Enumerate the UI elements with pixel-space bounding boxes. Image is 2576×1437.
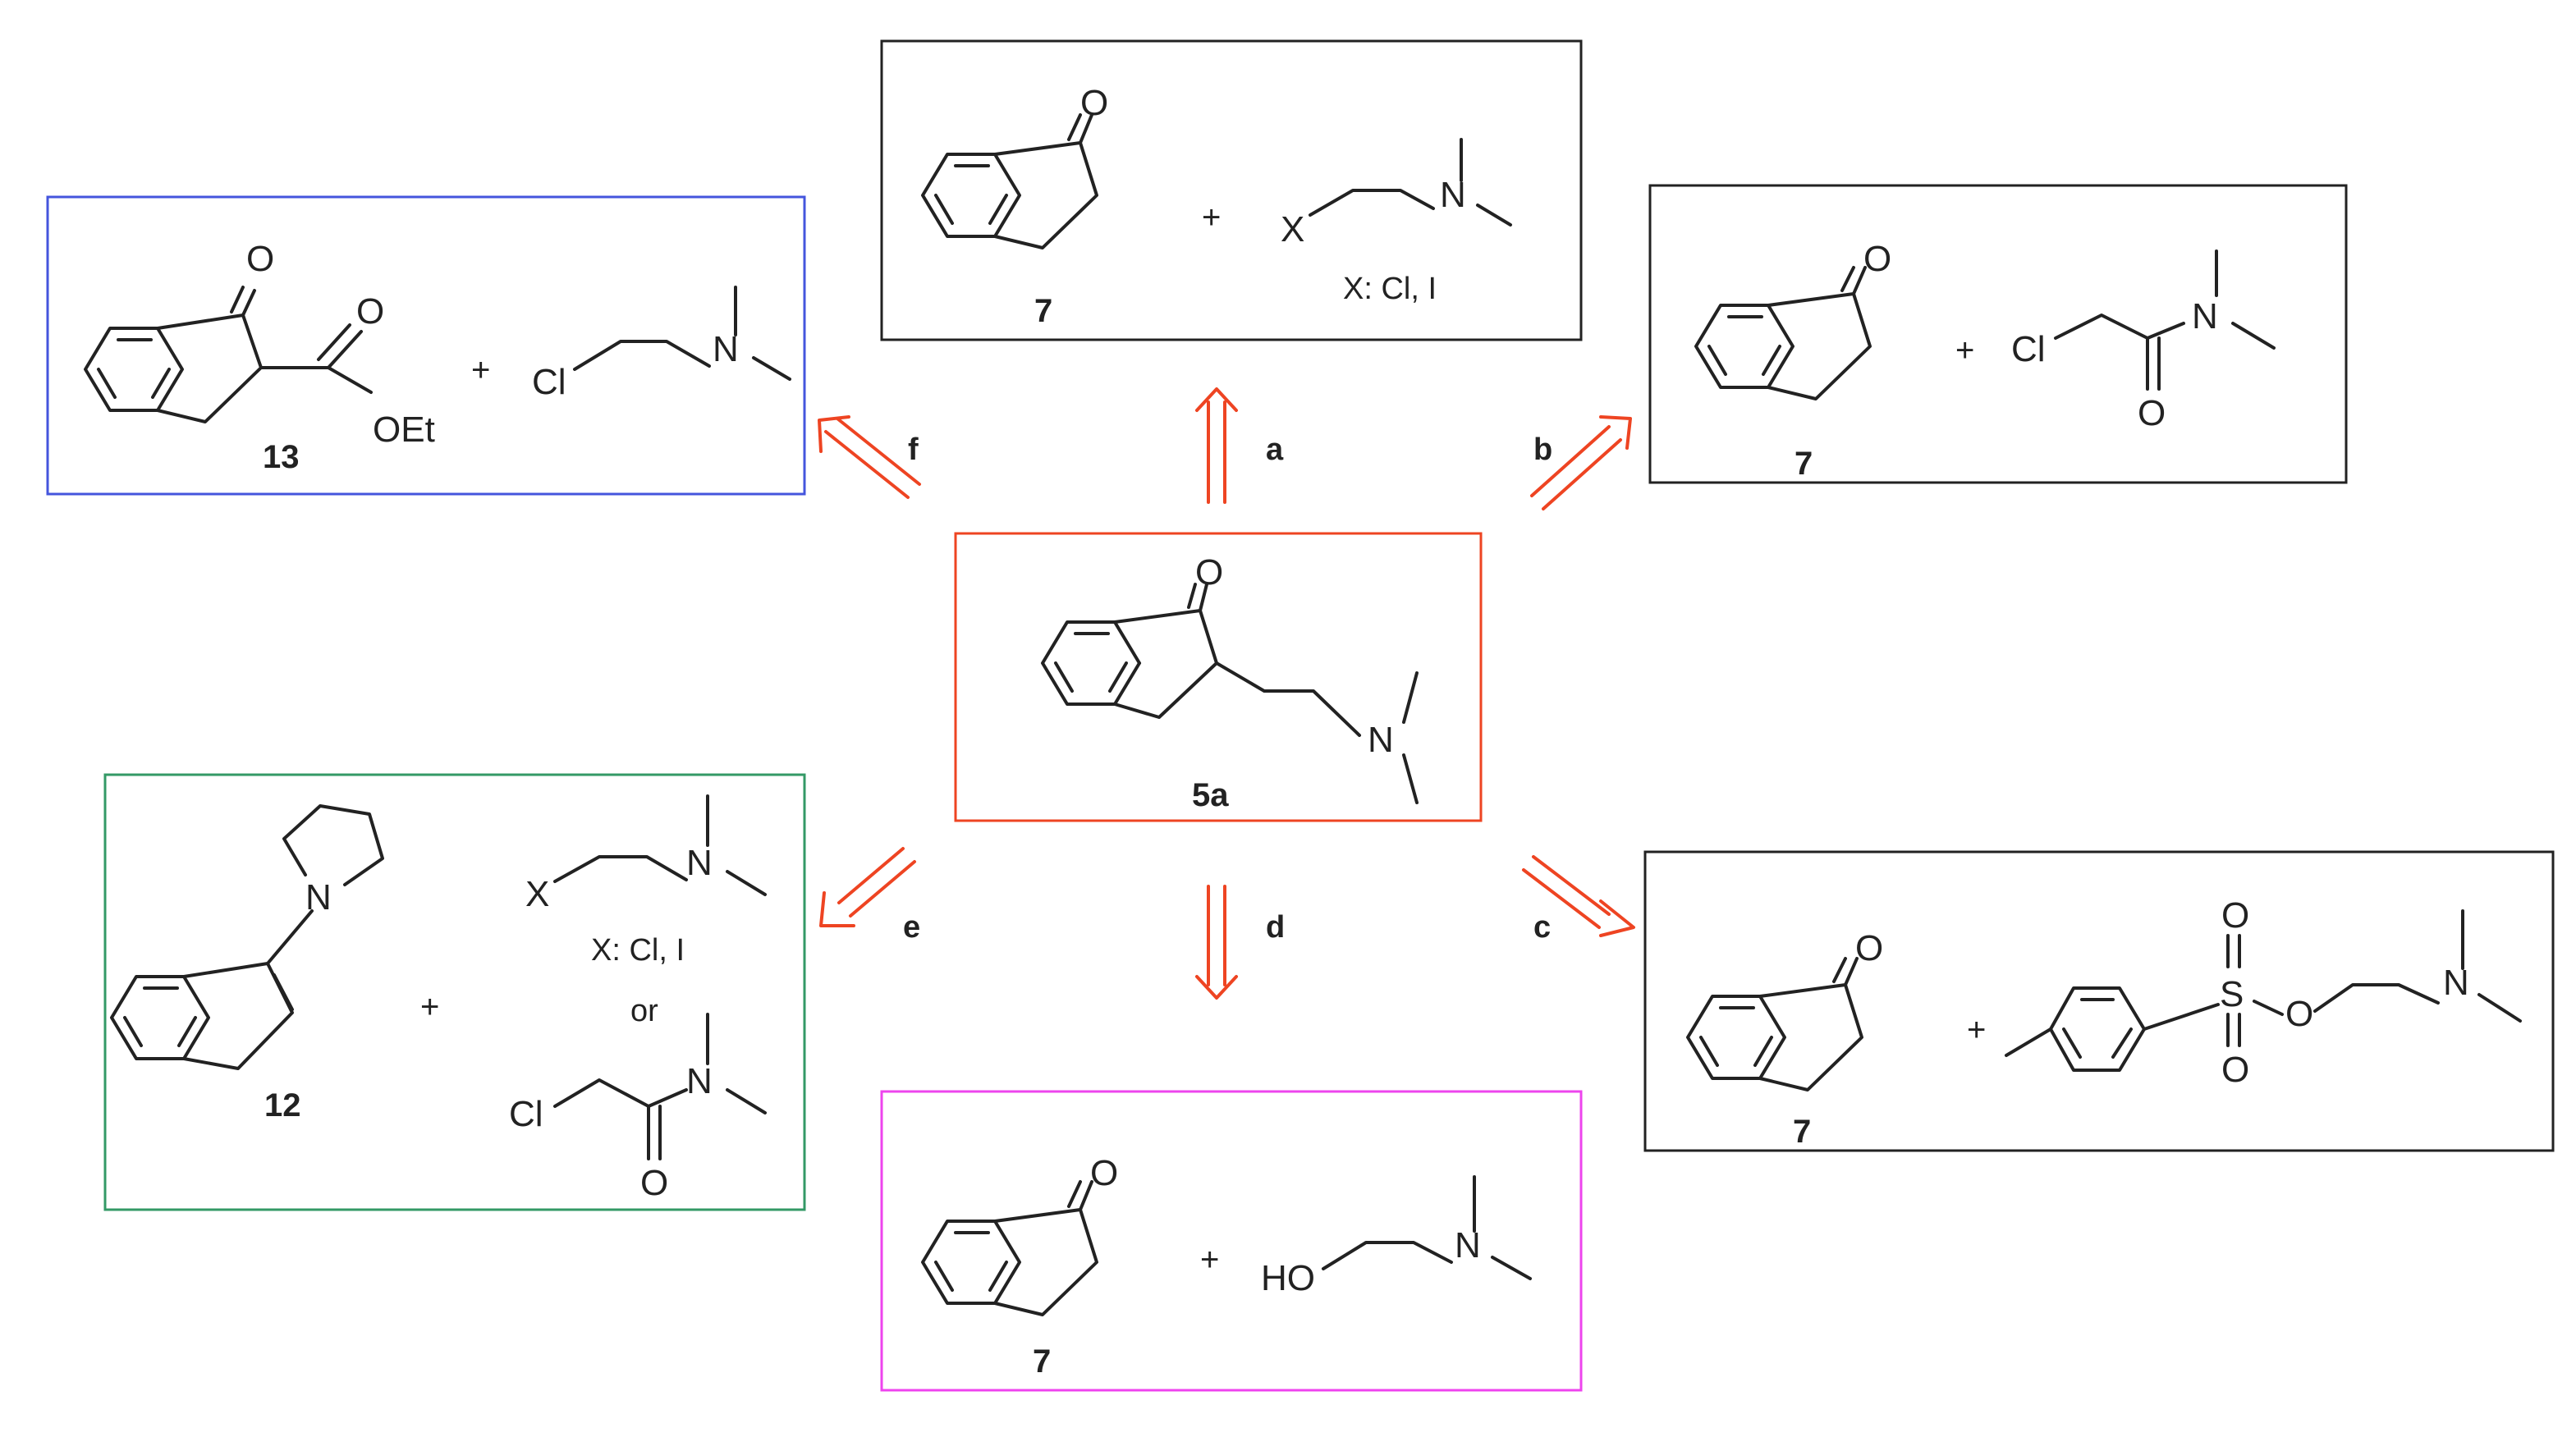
oet-group-f: OEt (373, 410, 435, 450)
reagent1-x-atom-e: X (525, 874, 549, 914)
target-structure: O N 5a (1041, 552, 1419, 813)
reagent-x-atom-a: X (1281, 209, 1304, 249)
chloroacetamide-b (2054, 249, 2276, 391)
reagent-cl-atom-f: Cl (532, 362, 566, 402)
haloethylamine-e (553, 794, 767, 896)
ester-13 (84, 286, 373, 423)
compound-number-7-c: 7 (1793, 1114, 1811, 1150)
retro-arrow-e (819, 847, 916, 927)
route-d-content: O 7 + HO N (921, 1153, 1532, 1380)
compound-number-5a: 5a (1192, 777, 1229, 813)
route-label-a: a (1266, 432, 1284, 467)
retro-arrow-d (1195, 885, 1238, 1000)
retro-arrow-c (1522, 855, 1635, 937)
sulfonyl-o-bottom-c: O (2221, 1050, 2249, 1090)
indanone-o-atom-b: O (1863, 239, 1891, 279)
route-label-e: e (903, 910, 920, 945)
plus-sign-b: + (1955, 332, 1974, 368)
aminoethanol-d (1322, 1175, 1532, 1280)
box-route-d (880, 1090, 1583, 1392)
keto-o-atom-f: O (246, 239, 274, 279)
indanone-o-atom-c: O (1855, 928, 1883, 968)
box-target (954, 532, 1483, 822)
sulfur-atom-c: S (2220, 974, 2244, 1014)
box-route-e (103, 773, 806, 1211)
indanone-7-c (1686, 957, 1863, 1091)
target-n-atom: N (1368, 720, 1394, 760)
plus-sign-c: + (1967, 1012, 1986, 1048)
indanone-core (1041, 583, 1419, 804)
target-o-atom: O (1195, 552, 1223, 593)
route-label-b: b (1533, 432, 1552, 467)
reagent2-n-atom-e: N (686, 1061, 713, 1101)
enamine-12 (110, 804, 384, 1070)
sulfonyl-o-top-c: O (2221, 895, 2249, 936)
plus-sign-f: + (471, 352, 490, 388)
box-route-b (1648, 184, 2348, 484)
reagent2-cl-atom-e: Cl (509, 1094, 543, 1134)
tosylate-c (2005, 909, 2522, 1072)
indanone-7-d (921, 1180, 1098, 1316)
reagent-cl-atom-b: Cl (2011, 329, 2046, 369)
route-label-c: c (1533, 910, 1551, 945)
compound-number-7-a: 7 (1034, 293, 1052, 329)
compound-number-7-b: 7 (1794, 446, 1813, 482)
or-text-e: or (630, 994, 658, 1028)
reagent-n-atom-c: N (2443, 963, 2469, 1003)
compound-number-7-d: 7 (1033, 1343, 1051, 1380)
route-c-content: O 7 + S O O O N (1686, 895, 2522, 1150)
route-f-content: O O OEt 13 + Cl N (84, 239, 791, 475)
retro-arrow-a (1195, 387, 1238, 504)
route-e-content: N 12 + X N X: Cl, I or Cl N O (110, 794, 767, 1203)
route-b-content: O 7 + Cl N O (1694, 239, 2276, 482)
enamine-n-atom: N (305, 877, 332, 918)
box-route-f (46, 195, 806, 496)
reagent-n-atom-d: N (1455, 1225, 1481, 1265)
indanone-7-b (1694, 266, 1872, 400)
indanone-7-a (921, 113, 1098, 249)
retro-arrow-b (1530, 415, 1632, 510)
box-route-c (1643, 850, 2555, 1152)
reagent-n-atom-a: N (1440, 175, 1466, 215)
reagent-n-atom-b: N (2192, 296, 2218, 336)
chloroacetamide-e (553, 1013, 767, 1160)
reagent1-n-atom-e: N (686, 843, 713, 883)
carbonyl-o-atom-f: O (356, 291, 384, 332)
reagent2-o-atom-e: O (640, 1163, 668, 1203)
hydroxyl-ho-d: HO (1261, 1258, 1315, 1298)
ester-o-atom-c: O (2285, 994, 2313, 1034)
plus-sign-a: + (1202, 199, 1221, 236)
plus-sign-d: + (1200, 1242, 1219, 1278)
halide-note-e: X: Cl, I (591, 933, 685, 968)
halide-note-a: X: Cl, I (1343, 272, 1437, 306)
indanone-o-atom-a: O (1080, 83, 1108, 123)
reagent-n-atom-f: N (713, 329, 739, 369)
compound-number-13: 13 (263, 439, 300, 475)
reagent-o-atom-b: O (2138, 393, 2166, 433)
box-route-a (880, 39, 1583, 341)
route-a-content: O 7 + X N X: Cl, I (921, 83, 1512, 329)
haloethylamine-a (1309, 138, 1512, 227)
compound-number-12: 12 (264, 1087, 301, 1124)
route-label-d: d (1266, 910, 1285, 945)
chloroethylamine-f (573, 286, 791, 381)
indanone-o-atom-d: O (1090, 1153, 1118, 1193)
plus-sign-e: + (420, 989, 439, 1025)
route-label-f: f (908, 432, 919, 467)
retro-arrow-f (818, 415, 921, 499)
